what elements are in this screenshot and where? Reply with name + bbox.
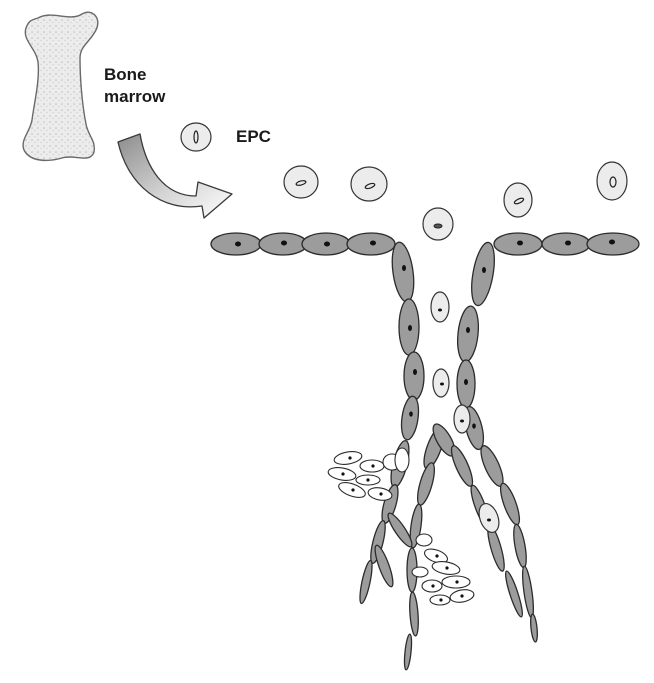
epc-label: EPC <box>236 126 271 148</box>
epc-cell <box>597 162 627 200</box>
curved-arrow-icon <box>118 134 232 218</box>
bone-marrow-label: Bone marrow <box>104 64 165 108</box>
epc-cell <box>433 369 449 397</box>
epc-cell <box>351 167 387 201</box>
epc-cell <box>431 292 449 322</box>
tip-cluster-lower <box>412 534 475 605</box>
nuclei <box>235 240 615 429</box>
epc-cell <box>284 166 318 198</box>
epc-cell <box>504 183 532 217</box>
epc-cell <box>181 123 211 151</box>
bone-marrow-label-line1: Bone <box>104 64 165 86</box>
circulating-epcs <box>284 162 627 240</box>
bone-marrow-label-line2: marrow <box>104 86 165 108</box>
epc-cell <box>454 405 470 433</box>
bone-icon <box>23 12 98 160</box>
epc-cell <box>423 208 453 240</box>
